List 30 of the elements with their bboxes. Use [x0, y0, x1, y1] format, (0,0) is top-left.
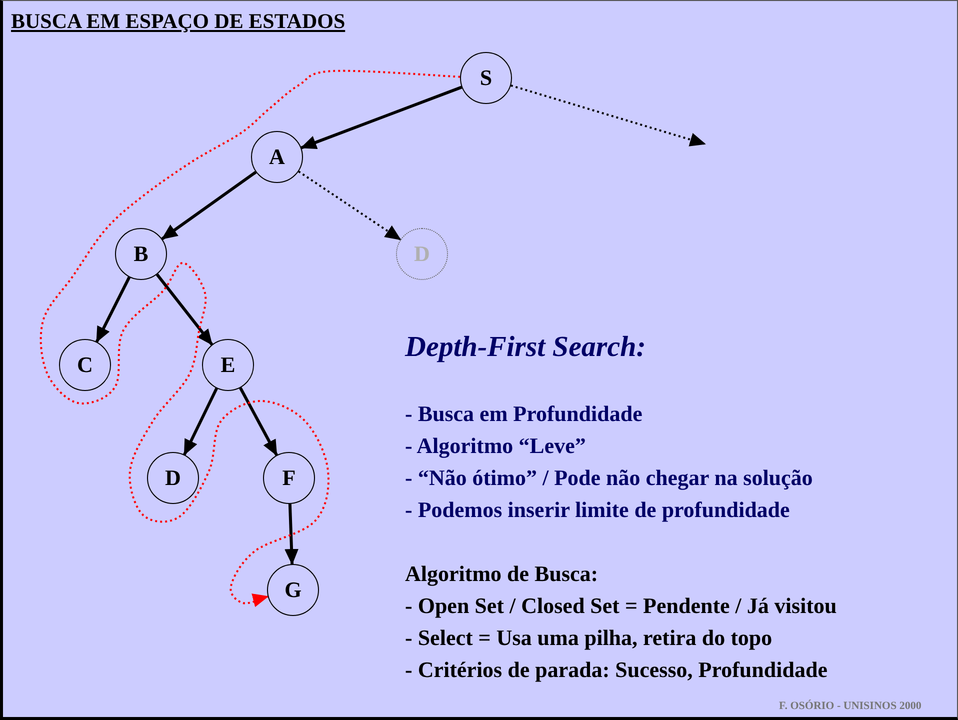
arrow — [300, 86, 462, 150]
section-heading: Algoritmo de Busca: — [405, 561, 598, 587]
state-node: F — [263, 452, 315, 504]
arrow — [510, 84, 706, 146]
arrow — [161, 170, 257, 240]
arrow — [95, 276, 131, 343]
section-heading: Depth-First Search: — [405, 331, 646, 364]
bullet-text: - Algoritmo “Leve” — [405, 433, 586, 459]
bullet-text: - Critérios de parada: Sucesso, Profundidade — [405, 657, 828, 683]
traversal-path-arrow — [40, 70, 460, 608]
footer-credit: F. OSÓRIO - UNISINOS 2000 — [779, 700, 922, 712]
state-node: E — [202, 339, 254, 391]
arrow — [156, 274, 214, 346]
bullet-text: - Busca em Profundidade — [405, 401, 642, 427]
state-node: D — [396, 228, 448, 280]
arrow — [183, 388, 218, 456]
bullet-text: - “Não ótimo” / Pode não chegar na solução — [405, 465, 813, 491]
bullet-text: - Podemos inserir limite de profundidade — [405, 497, 790, 523]
slide-title: BUSCA EM ESPAÇO DE ESTADOS — [11, 9, 346, 34]
state-node: S — [460, 52, 512, 104]
state-node: C — [59, 339, 111, 391]
state-node: G — [267, 564, 319, 616]
arrow — [284, 504, 299, 566]
state-node: B — [115, 228, 167, 280]
arrow — [239, 387, 278, 456]
bullet-text: - Select = Usa uma pilha, retira do topo — [405, 625, 772, 651]
bullet-text: - Open Set / Closed Set = Pendente / Já visitou — [405, 593, 837, 619]
arrow — [298, 170, 402, 240]
state-node: A — [251, 131, 303, 183]
state-node: D — [147, 452, 199, 504]
